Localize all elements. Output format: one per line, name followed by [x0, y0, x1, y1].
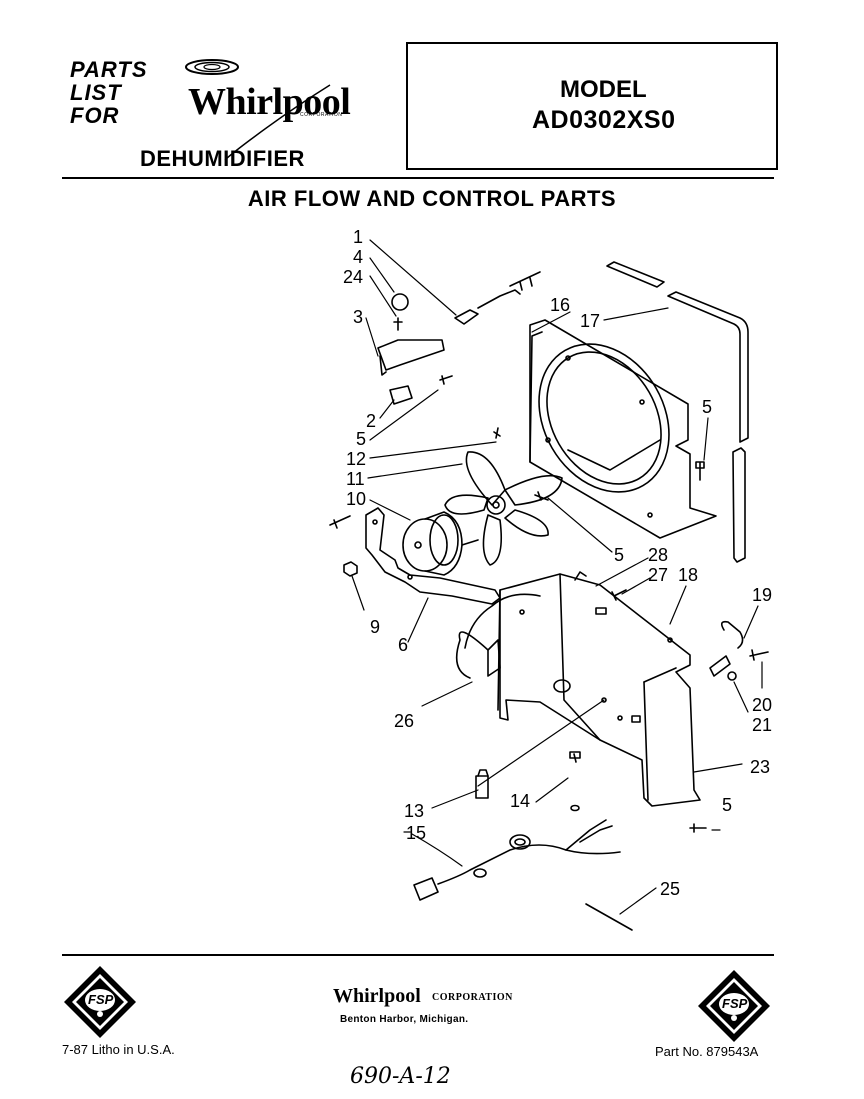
capacitor	[475, 751, 581, 812]
nut	[343, 561, 358, 577]
brand-logo-text: Whirlpool	[188, 81, 351, 123]
callout-6: 6	[398, 635, 409, 655]
callout-4: 4	[353, 247, 364, 267]
motor-bracket	[365, 507, 501, 605]
callout-27: 27	[648, 565, 669, 585]
brand-corporation-text: CORPORATION	[300, 112, 343, 118]
callout-15: 15	[406, 823, 427, 843]
footer-city: Benton Harbor, Michigan.	[340, 1014, 469, 1025]
fsp-logo-right: FSP	[694, 966, 774, 1046]
model-label: MODEL	[560, 76, 647, 103]
callout-24: 24	[343, 267, 364, 287]
callout-23: 23	[750, 757, 771, 777]
callout-5: 5	[356, 429, 367, 449]
screws	[329, 461, 707, 833]
callout-17: 17	[580, 311, 601, 331]
callout-14: 14	[510, 791, 531, 811]
model-number: AD0302XS0	[532, 106, 676, 134]
fsp-logo-left: FSP	[60, 962, 140, 1042]
base-housing	[455, 571, 701, 807]
callout-5: 5	[614, 545, 625, 565]
product-title: DEHUMIDIFIER	[140, 146, 305, 171]
parts-list-for-label: PARTS LIST FOR	[70, 58, 148, 127]
footer-brand: Whirlpool	[333, 985, 421, 1007]
litho-note: 7-87 Litho in U.S.A.	[62, 1042, 175, 1057]
leader-lines	[351, 239, 763, 915]
callout-2: 2	[366, 411, 377, 431]
callout-26: 26	[394, 711, 415, 731]
fan-motor	[402, 511, 479, 576]
power-cord	[413, 819, 621, 901]
drain-hose	[709, 620, 769, 681]
fan-blade	[444, 427, 563, 566]
callout-5: 5	[722, 795, 733, 815]
callout-5: 5	[702, 397, 713, 417]
parts-word: PARTS	[70, 57, 148, 82]
callout-21: 21	[752, 715, 773, 735]
footer-divider	[62, 954, 774, 956]
exploded-parts-diagram	[329, 239, 769, 931]
model-box	[406, 42, 778, 170]
callout-11: 11	[346, 469, 365, 489]
callout-25: 25	[660, 879, 681, 899]
callout-10: 10	[346, 489, 367, 509]
footer-corporation: CORPORATION	[432, 992, 513, 1003]
callout-3: 3	[353, 307, 364, 327]
header-divider	[62, 177, 774, 179]
gasket-strips	[606, 261, 749, 563]
callout-9: 9	[370, 617, 381, 637]
fsp-text-left: FSP	[88, 992, 114, 1007]
callout-16: 16	[550, 295, 571, 315]
callout-19: 19	[752, 585, 773, 605]
for-word: FOR	[70, 103, 120, 128]
whirlpool-swirl-logo	[185, 59, 331, 161]
callout-28: 28	[648, 545, 669, 565]
list-word: LIST	[70, 80, 122, 105]
drain-strip	[585, 903, 633, 931]
callout-12: 12	[346, 449, 367, 469]
callout-13: 13	[404, 801, 425, 821]
handwritten-note: 690-A-12	[350, 1064, 451, 1089]
section-title: AIR FLOW AND CONTROL PARTS	[247, 186, 617, 211]
part-number: Part No. 879543A	[655, 1044, 759, 1059]
fsp-text-right: FSP	[722, 996, 748, 1011]
callout-18: 18	[678, 565, 699, 585]
control-bracket	[377, 271, 541, 405]
callout-20: 20	[752, 695, 773, 715]
callout-1: 1	[353, 227, 364, 247]
shroud-panel	[529, 319, 717, 539]
